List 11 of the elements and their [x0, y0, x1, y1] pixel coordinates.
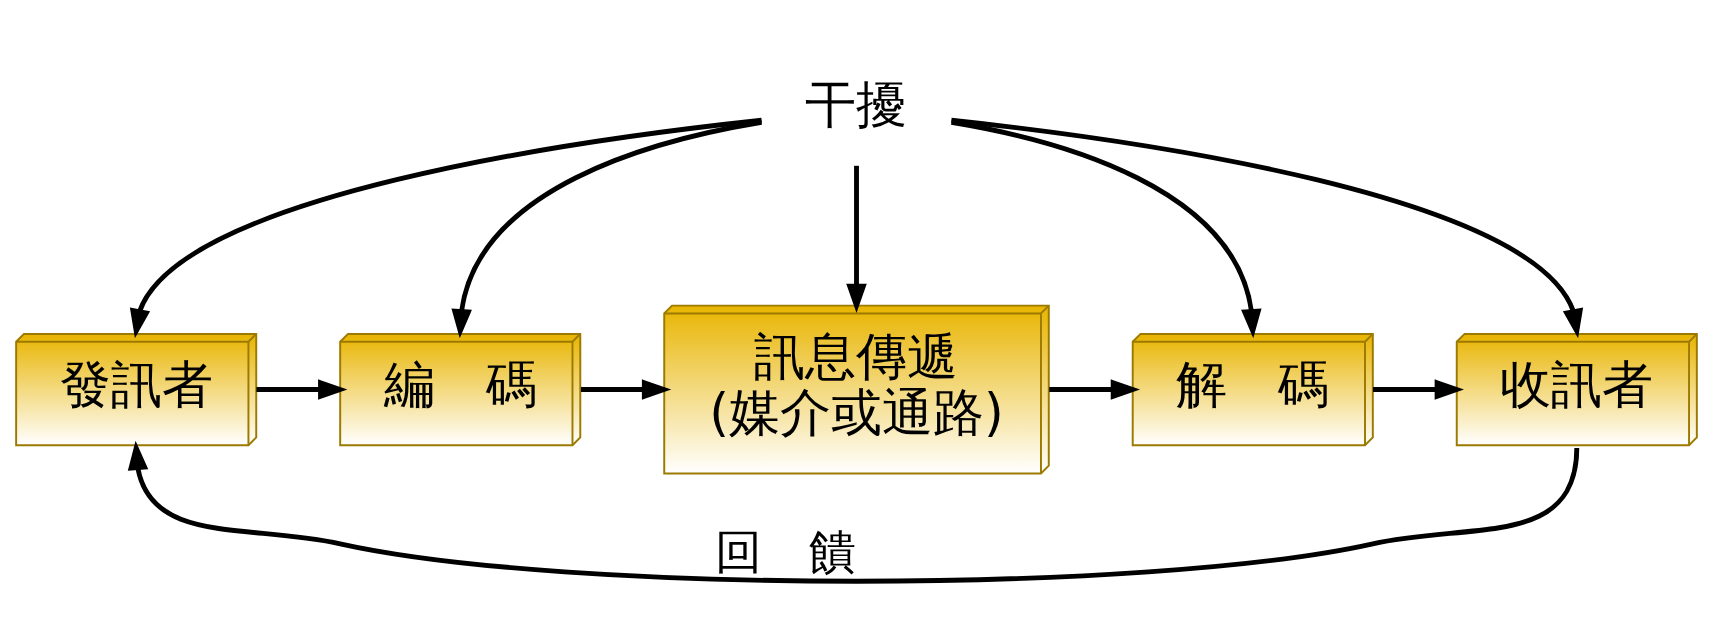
- arrow: [451, 119, 762, 338]
- arrow: [846, 165, 867, 313]
- arrow: [129, 117, 762, 338]
- arrow: [127, 440, 1580, 584]
- arrow: [580, 378, 672, 400]
- edge-label: 回 饋: [714, 524, 856, 579]
- arrow: [951, 117, 1584, 338]
- arrow: [1049, 378, 1141, 400]
- arrow: [256, 378, 348, 400]
- arrow: [1373, 378, 1464, 400]
- node-text: 干擾: [805, 74, 908, 134]
